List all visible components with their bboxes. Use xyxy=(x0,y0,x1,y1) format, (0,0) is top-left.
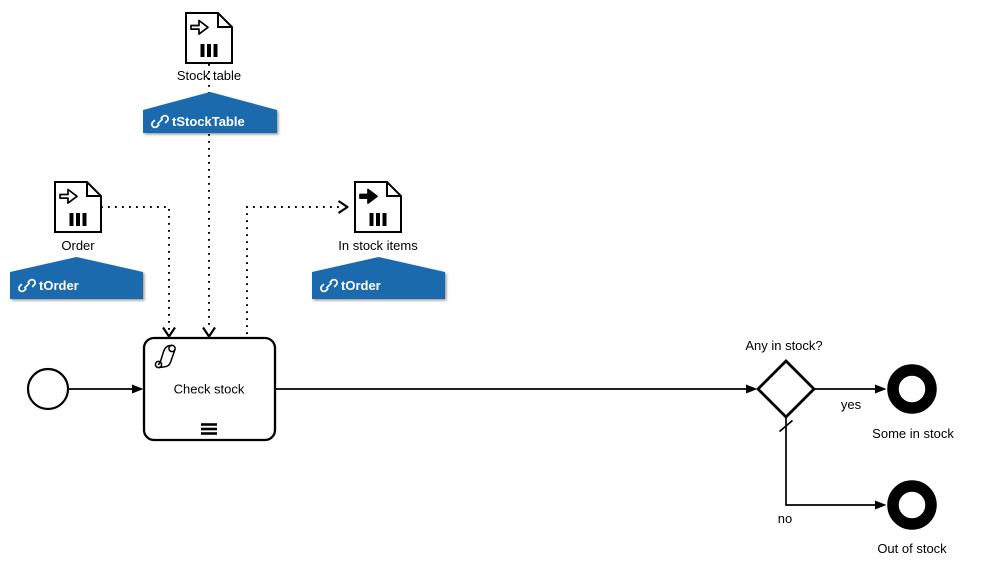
start-event[interactable] xyxy=(26,367,70,411)
badge-tstocktable[interactable]: tStockTable xyxy=(143,92,277,133)
fold-corner-icon xyxy=(86,182,101,197)
data-object-label-stock-table: Stock table xyxy=(177,68,241,83)
data-object-stock-table[interactable] xyxy=(185,12,233,64)
flow-arrowhead-icon xyxy=(875,384,887,394)
end-event-some-in-stock[interactable] xyxy=(887,364,937,414)
fold-corner-icon xyxy=(386,182,401,197)
exclusive-gateway[interactable] xyxy=(756,359,816,419)
end-event-out-of-stock[interactable] xyxy=(887,480,937,530)
badge-label: tOrder xyxy=(341,278,381,293)
data-input-arrow-icon xyxy=(190,19,209,35)
link-icon xyxy=(18,278,36,293)
flow-start-to-task[interactable] xyxy=(68,384,144,394)
flow-gateway-no-default[interactable]: no xyxy=(778,418,887,526)
data-object-in-stock-items[interactable] xyxy=(354,181,402,233)
flow-gateway-yes[interactable]: yes xyxy=(815,384,887,413)
flow-label-no: no xyxy=(778,511,792,526)
badge-torder-in-stock-items[interactable]: tOrder xyxy=(312,257,445,299)
fold-corner-icon xyxy=(217,13,232,28)
sequential-multi-instance-icon xyxy=(201,423,217,435)
badge-label: tStockTable xyxy=(172,114,245,129)
data-object-label-in-stock-items: In stock items xyxy=(338,238,418,253)
flow-arrowhead-icon xyxy=(746,384,758,394)
data-association-task-to-in-stock-items[interactable] xyxy=(246,200,349,334)
data-association-order-to-task[interactable] xyxy=(101,206,176,338)
data-input-arrow-icon xyxy=(59,188,78,204)
script-icon xyxy=(154,344,176,369)
collection-marker-icon xyxy=(200,44,218,57)
flow-arrowhead-icon xyxy=(132,384,144,394)
data-object-order[interactable] xyxy=(54,181,102,233)
collection-marker-icon xyxy=(69,213,87,226)
flow-arrowhead-icon xyxy=(875,500,887,510)
gateway-label: Any in stock? xyxy=(745,338,822,353)
badge-label: tOrder xyxy=(39,278,79,293)
flow-label-yes: yes xyxy=(841,397,862,412)
association-arrowhead-icon xyxy=(202,326,216,338)
association-arrowhead-icon xyxy=(337,200,349,214)
default-flow-marker-icon xyxy=(778,419,794,433)
task-label: Check stock xyxy=(174,382,245,397)
data-output-arrow-icon xyxy=(359,188,378,204)
link-icon xyxy=(151,114,169,129)
end-event-label-some-in-stock: Some in stock xyxy=(872,426,954,441)
data-association-stock-table-to-task[interactable] xyxy=(202,64,216,338)
collection-marker-icon xyxy=(369,213,387,226)
badge-torder-order[interactable]: tOrder xyxy=(10,257,143,299)
flow-task-to-gateway[interactable] xyxy=(276,384,758,394)
association-arrowhead-icon xyxy=(162,326,176,338)
data-object-label-order: Order xyxy=(61,238,95,253)
task-check-stock[interactable]: Check stock xyxy=(142,336,277,442)
end-event-label-out-of-stock: Out of stock xyxy=(877,541,947,556)
link-icon xyxy=(320,278,338,293)
